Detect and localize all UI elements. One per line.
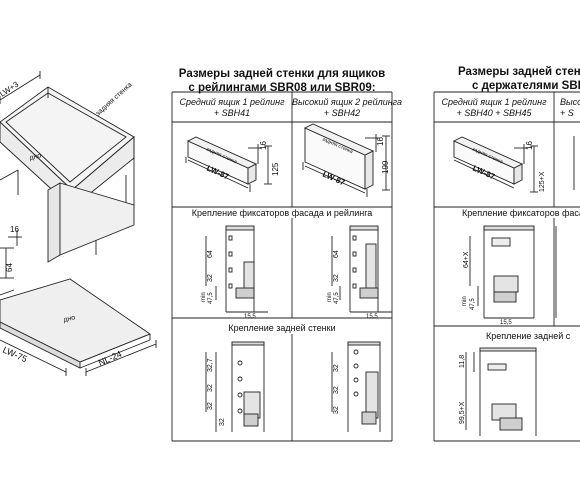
right-col2-line1: Высо — [560, 97, 580, 107]
back-panel-tall-drawing — [302, 123, 390, 197]
facade-fixing-section-holder — [469, 225, 557, 319]
left-title: Размеры задней стенки для ящиков с рейли… — [172, 67, 392, 95]
right-section3-title: Крепление задней с — [486, 331, 571, 341]
right-panel-dim-16: 16 — [525, 141, 534, 150]
back-panel-medium-drawing — [185, 136, 272, 192]
dim-64-s2-tall: 64 — [333, 250, 340, 258]
dim-15-5-s2-tall: 15,5 — [366, 314, 378, 320]
left-section3-title: Крепление задней стенки — [228, 323, 336, 333]
dim-min-s2-medium: min — [201, 292, 207, 302]
drawer-back-label: задняя стенка — [95, 81, 134, 117]
left-col2-line1: Высокий ящик 2 рейлинга — [292, 97, 403, 107]
right-col1-caption: Средний ящик 1 рейлинг + SBH40 + SBH45 — [434, 97, 554, 119]
drawer-bottom-label: дно — [29, 152, 42, 162]
dim-99-5x-s3-right: 99,5+X — [459, 401, 466, 424]
dim-32-s2-tall: 32 — [333, 274, 340, 282]
dim-min-s2-tall: min — [327, 292, 333, 302]
panel1-dim-16: 16 — [259, 141, 268, 150]
panel2-dim-16: 16 — [376, 137, 385, 146]
dim-47-5-s2-right: 47,5 — [470, 298, 476, 310]
right-panel-dim-125x: 125+X — [539, 171, 546, 192]
panel1-dim-125: 125 — [271, 162, 280, 176]
left-col1-line2: + SBH41 — [213, 108, 251, 118]
left-title-line2: с рейлингами SBR08 или SBR09: — [188, 82, 376, 94]
left-table-frame — [171, 91, 393, 442]
left-col1-caption: Средний ящик 1 рейлинг + SBH41 — [172, 97, 292, 119]
panel2-dim-199: 199 — [381, 160, 390, 174]
dim-47-5-s2-medium: 47,5 — [208, 292, 214, 304]
bottom-panel-label: дно — [63, 314, 76, 324]
right-section2-title: Крепление фиксаторов фаса — [462, 208, 580, 218]
left-col2-caption: Высокий ящик 2 рейлинга + SBH42 — [292, 97, 403, 119]
back-wall-fixing-section-tall — [331, 341, 381, 432]
drawer-isometric — [0, 71, 157, 376]
right-col1-line1: Средний ящик 1 рейлинг — [441, 97, 547, 107]
back-panel-holder-drawing — [452, 136, 575, 193]
right-col2-line2: + S — [560, 108, 574, 118]
dim-15-5-s2-right: 15,5 — [500, 320, 512, 326]
right-table-frame — [433, 91, 580, 442]
dim-64-drawer: 64 — [5, 263, 14, 272]
dim-32-s3-tall-b: 32 — [333, 386, 340, 394]
dim-11-8-s3-right: 11,8 — [459, 355, 466, 368]
left-title-line1: Размеры задней стенки для ящиков — [178, 68, 386, 80]
dim-32-s3-a: 32 — [207, 384, 214, 392]
dim-32-s2-medium: 32 — [207, 274, 214, 282]
dim-32-s3-b: 32 — [207, 402, 214, 410]
right-col1-line2: + SBH40 + SBH45 — [456, 108, 532, 118]
dim-64x-s2-right: 64+X — [463, 251, 470, 268]
left-section2-title: Крепление фиксаторов фасада и рейлинга — [191, 208, 373, 218]
dim-32-s3-tall-a: 32 — [333, 364, 340, 372]
dim-32-s3-c: 32 — [219, 418, 226, 426]
dim-16-drawer: 16 — [10, 225, 19, 234]
facade-fixing-section-tall — [331, 225, 392, 313]
right-col2-caption: Высо + S — [560, 97, 580, 119]
dim-32-s3-tall-c: 32 — [333, 406, 340, 414]
left-col2-line2: + SBH42 — [323, 108, 361, 118]
dim-min-s2-right: min — [462, 296, 468, 306]
dim-64-s2-medium: 64 — [207, 250, 214, 258]
right-title-line2: с держателями SBH4 — [472, 80, 580, 92]
back-wall-fixing-section-holder — [465, 347, 537, 436]
dim-47-5-s2-tall: 47,5 — [334, 292, 340, 304]
left-col1-line1: Средний ящик 1 рейлинг — [179, 97, 285, 107]
back-wall-fixing-section-medium — [205, 341, 265, 432]
dim-32-7-s3: 32,7 — [207, 358, 214, 372]
right-title-line1: Размеры задней стенк — [458, 66, 580, 78]
facade-fixing-section-medium — [205, 225, 268, 313]
dim-15-5-s2-medium: 15,5 — [244, 314, 256, 320]
right-title: Размеры задней стенк с держателями SBH4 — [458, 65, 580, 93]
